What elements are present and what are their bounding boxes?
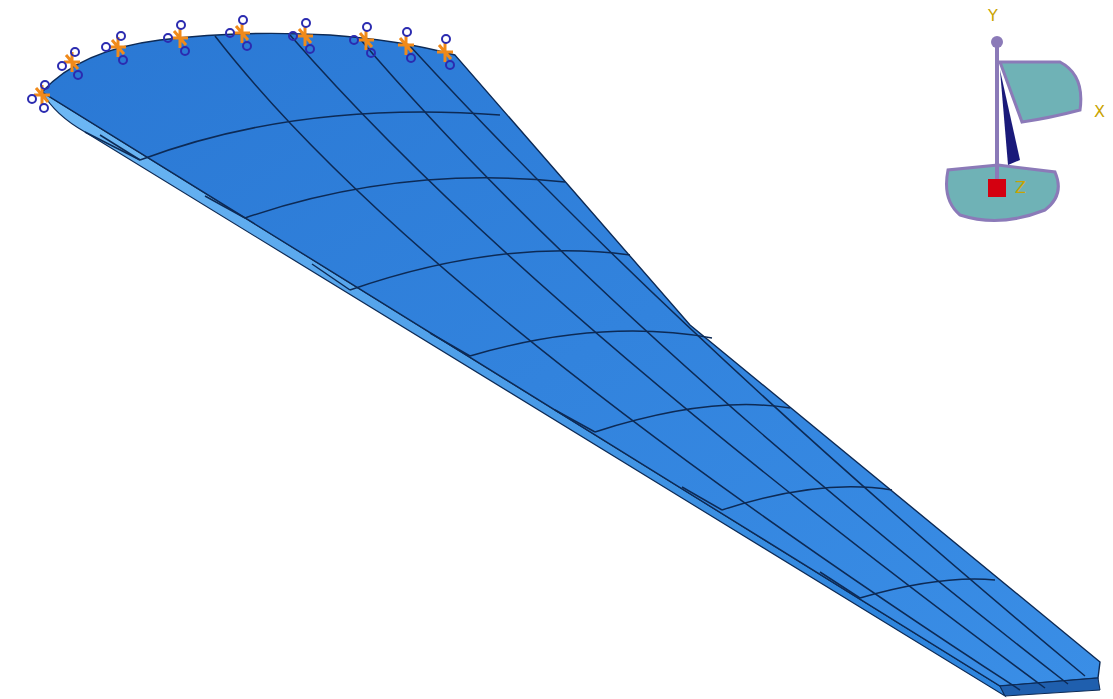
axis-label: Y — [988, 8, 998, 24]
axis-triad — [947, 36, 1081, 220]
axis-label: X — [1094, 104, 1105, 120]
constraint-symbols — [28, 16, 454, 112]
axis-label: Z — [1015, 180, 1026, 196]
